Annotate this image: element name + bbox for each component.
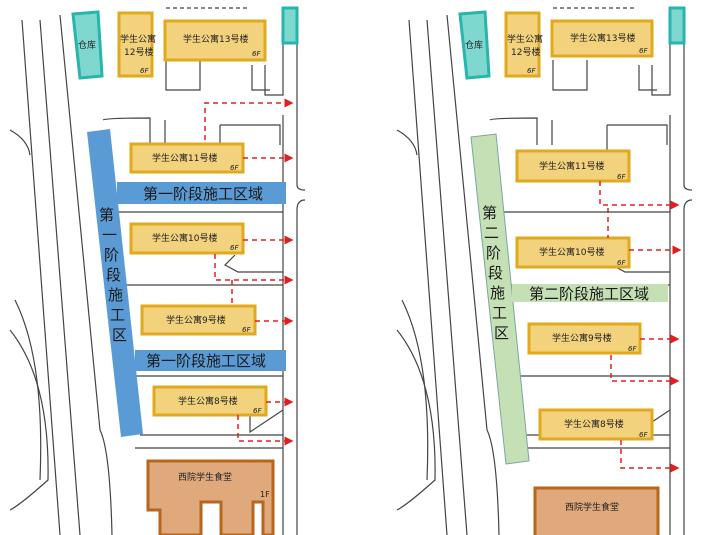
building-9-label: 学生公寓9号楼	[552, 332, 612, 344]
building-11-label: 学生公寓11号楼	[152, 152, 217, 164]
evacuation-arrows	[204, 98, 294, 446]
building-8-label: 学生公寓8号楼	[564, 418, 624, 430]
svg-text:段: 段	[106, 266, 121, 284]
building-12	[504, 11, 541, 78]
phase2-panel: 仓库 学生公寓 12号楼 6F 学生公寓13号楼 6F 第 二 阶 段 施 工 …	[396, 6, 693, 535]
building-13-label: 学生公寓13号楼	[570, 32, 635, 44]
svg-text:区: 区	[494, 324, 509, 342]
building-10-label: 学生公寓10号楼	[152, 232, 217, 244]
svg-text:第: 第	[482, 204, 497, 222]
building-11-label: 学生公寓11号楼	[539, 160, 604, 172]
building-11	[129, 142, 245, 174]
floor-label: 6F	[628, 345, 637, 353]
phase1-horizontal-zone-2	[135, 350, 286, 371]
building-13	[550, 19, 654, 58]
svg-text:工: 工	[492, 304, 507, 322]
canteen-label: 西院学生食堂	[178, 471, 232, 483]
building-12-label: 学生公寓	[507, 33, 543, 45]
building-10	[129, 222, 245, 255]
svg-text:二: 二	[484, 224, 499, 242]
svg-text:第: 第	[99, 206, 114, 224]
warehouse-label: 仓库	[465, 39, 483, 51]
phase1-vertical-label: 第 一 阶 段 施 工 区	[99, 206, 127, 344]
building-8	[152, 385, 268, 417]
floor-label: 6F	[639, 47, 648, 55]
floor-label: 6F	[617, 173, 626, 181]
building-13-label: 学生公寓13号楼	[183, 33, 248, 45]
floor-label: 6F	[230, 164, 239, 172]
west-canteen	[146, 459, 275, 535]
svg-text:阶: 阶	[486, 244, 501, 262]
floor-label: 6F	[639, 431, 648, 439]
floor-label: 6F	[253, 407, 262, 415]
svg-text:施: 施	[490, 284, 505, 302]
building-12-label: 12号楼	[124, 46, 153, 58]
phase2-horizontal-zone	[512, 284, 668, 302]
svg-text:工: 工	[110, 306, 125, 324]
phase2-vertical-zone	[470, 133, 530, 465]
warehouse-label: 仓库	[78, 39, 96, 51]
building-11	[515, 149, 631, 183]
floor-label: 6F	[252, 50, 261, 58]
phase1-zone-label: 第一阶段施工区域	[146, 352, 266, 370]
building-9-label: 学生公寓9号楼	[166, 314, 226, 326]
floor-label: 6F	[230, 244, 239, 252]
building-10	[515, 236, 631, 269]
floor-label: 6F	[617, 259, 626, 267]
phase1-vertical-zone	[87, 129, 143, 437]
teal-building	[668, 6, 686, 45]
building-10-label: 学生公寓10号楼	[539, 246, 604, 258]
canteen-label: 西院学生食堂	[565, 501, 619, 513]
svg-text:区: 区	[112, 326, 127, 344]
building-12	[117, 11, 154, 78]
building-8	[538, 408, 654, 441]
phase1-panel: 仓库 学生公寓 12号楼 6F 学生公寓13号楼 6F 第 一 阶 段 施 工 …	[9, 6, 306, 535]
svg-text:阶: 阶	[104, 246, 119, 264]
phase2-zone-label: 第二阶段施工区域	[529, 285, 649, 303]
building-12-label: 学生公寓	[120, 33, 156, 45]
floor-label: 6F	[242, 326, 251, 334]
warehouse-building	[71, 10, 104, 80]
teal-building	[281, 6, 299, 45]
building-13	[163, 19, 267, 62]
phase1-horizontal-zone-1	[117, 182, 286, 204]
floor-label: 1F	[260, 490, 270, 499]
svg-text:段: 段	[488, 264, 503, 282]
phase2-vertical-label: 第 二 阶 段 施 工 区 域	[482, 204, 509, 342]
floor-label: 6F	[140, 67, 149, 75]
warehouse-building	[458, 10, 491, 80]
floor-label: 6F	[527, 67, 536, 75]
svg-text:一: 一	[102, 226, 117, 244]
svg-text:施: 施	[108, 286, 123, 304]
evacuation-arrows	[599, 181, 682, 473]
phase1-zone-label: 第一阶段施工区域	[143, 185, 263, 203]
building-12-label: 12号楼	[511, 46, 540, 58]
building-9	[140, 304, 257, 336]
building-8-label: 学生公寓8号楼	[178, 395, 238, 407]
west-canteen	[533, 486, 660, 535]
